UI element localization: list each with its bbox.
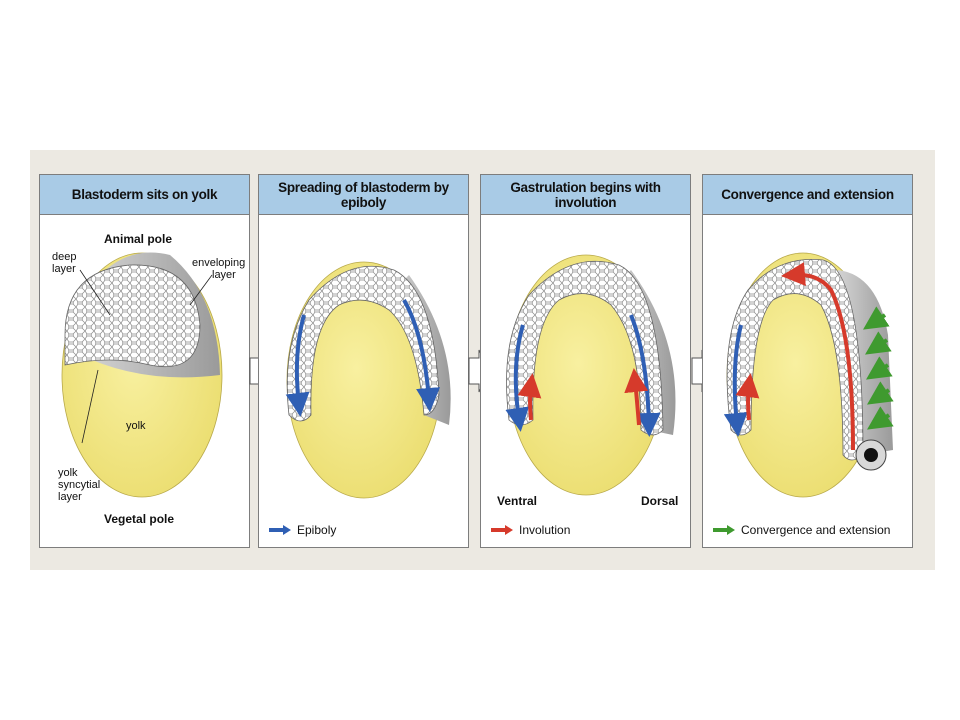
- panel-convergence-extension: Convergence and extension Convergence an…: [702, 174, 913, 548]
- animal-pole-label: Animal pole: [104, 232, 173, 246]
- embryo-illustration: [505, 254, 676, 496]
- ventral-label: Ventral: [497, 494, 538, 508]
- panel-blastoderm-sits-on-yolk: Blastoderm sits on yolk Animal pole deep…: [39, 174, 250, 548]
- vegetal-pole-label: Vegetal pole: [104, 512, 175, 526]
- dorsal-label: Dorsal: [641, 494, 679, 508]
- embryo-illustration: [723, 252, 894, 498]
- panel-involution: Gastrulation begins with involution Vent…: [480, 174, 691, 548]
- embryo-illustration: [285, 261, 451, 499]
- legend-convergence: Convergence and extension: [713, 523, 890, 537]
- panel-title: Convergence and extension: [703, 175, 912, 215]
- panel-epiboly: Spreading of blastoderm by epiboly Epibo…: [258, 174, 469, 548]
- legend-label: Epiboly: [297, 523, 337, 537]
- legend-epiboly: Epiboly: [269, 523, 336, 537]
- figure-frame: Blastoderm sits on yolk Animal pole deep…: [30, 150, 935, 570]
- involution-arrow-icon: [491, 525, 513, 535]
- epiboly-arrow-icon: [269, 525, 291, 535]
- panel-title: Spreading of blastoderm by epiboly: [259, 175, 468, 215]
- embryo-illustration: [61, 252, 223, 498]
- convergence-arrow-icon: [713, 525, 735, 535]
- legend-label: Involution: [519, 523, 571, 537]
- legend-involution: Involution: [491, 523, 570, 537]
- legend-label: Convergence and extension: [741, 523, 891, 537]
- panel-title: Gastrulation begins with involution: [481, 175, 690, 215]
- yolk-label: yolk: [126, 420, 146, 432]
- panel-title: Blastoderm sits on yolk: [40, 175, 249, 215]
